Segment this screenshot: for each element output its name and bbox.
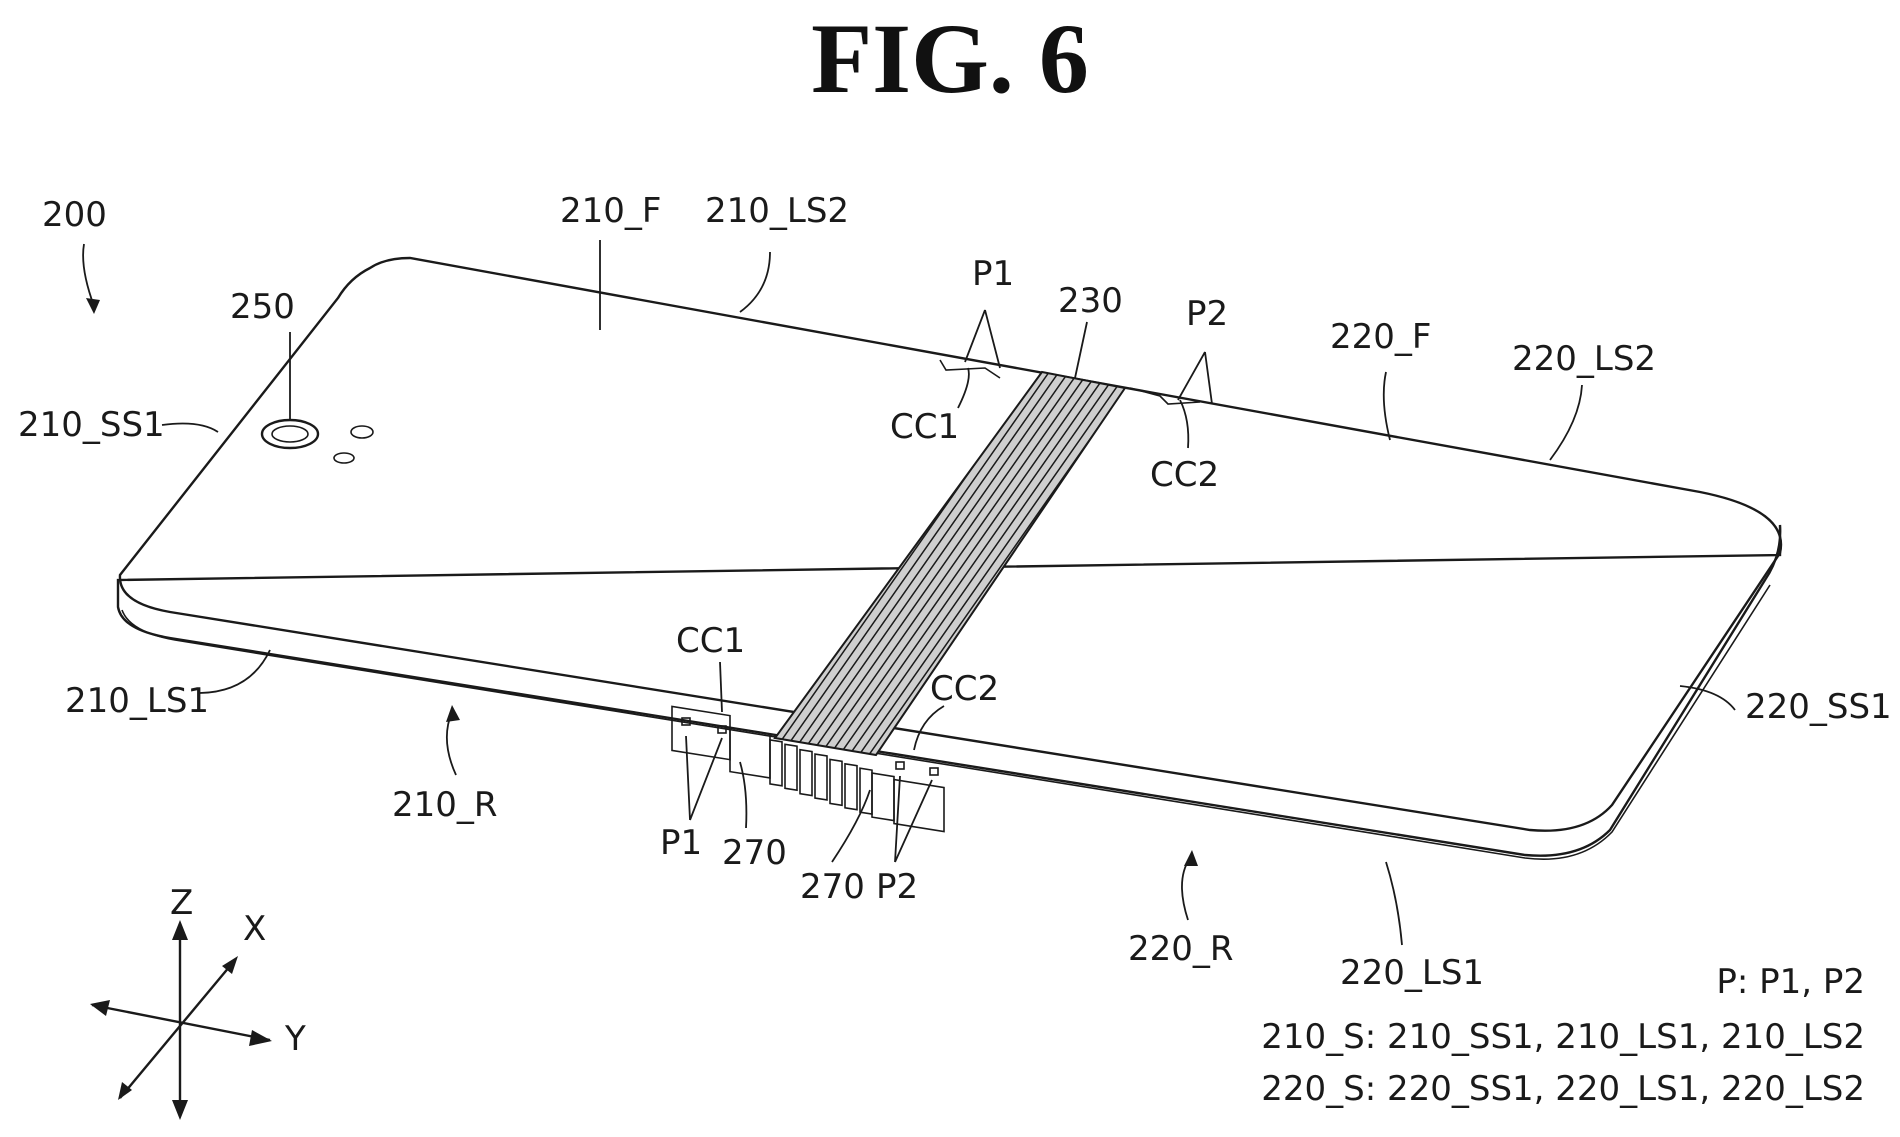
hinge-230 — [773, 370, 1127, 757]
label-CC2-top: CC2 — [1150, 455, 1219, 495]
leader-CC1-top — [957, 367, 970, 409]
leader-230 — [1074, 321, 1088, 379]
leader-210-SS1 — [161, 422, 219, 433]
label-CC2-bottom: CC2 — [930, 669, 999, 709]
leader-210-LS1 — [199, 649, 271, 694]
label-210-F: 210_F — [560, 191, 661, 231]
label-210-LS2: 210_LS2 — [705, 191, 849, 231]
label-230: 230 — [1058, 281, 1123, 321]
label-CC1-bottom: CC1 — [676, 621, 745, 661]
leader-220-LS1 — [1385, 861, 1403, 946]
leader-CC2-bottom — [913, 705, 945, 751]
label-P1-top: P1 — [972, 254, 1014, 294]
legend-line-1: P: P1, P2 — [1716, 962, 1865, 1002]
axis-triad — [90, 920, 272, 1120]
leader-270-left — [739, 761, 748, 829]
leader-CC2-top — [1179, 399, 1190, 449]
leader-P2-top — [1177, 351, 1213, 405]
leader-P1-top — [964, 309, 1001, 369]
figure-title: FIG. 6 — [811, 3, 1089, 114]
axis-x-label: X — [243, 909, 266, 949]
label-270-right: 270 — [800, 867, 865, 907]
leader-220-R — [1181, 857, 1191, 921]
label-P1-bottom: P1 — [660, 823, 702, 863]
hinge-module-right — [871, 772, 945, 833]
label-270-left: 270 — [722, 833, 787, 873]
label-P2-bottom: P2 — [876, 867, 918, 907]
camera-lens — [260, 418, 320, 450]
leader-CC1-bottom — [719, 661, 723, 713]
label-220-LS1: 220_LS1 — [1340, 953, 1484, 993]
leader-200 — [82, 243, 95, 307]
notch-cc1-top — [939, 359, 1001, 379]
label-220-R: 220_R — [1128, 929, 1234, 969]
axis-z-label: Z — [170, 883, 193, 923]
label-220-LS2: 220_LS2 — [1512, 339, 1656, 379]
label-220-SS1: 220_SS1 — [1745, 687, 1892, 727]
leader-220-R-arrow — [1184, 850, 1198, 866]
leader-220-LS2 — [1549, 384, 1583, 461]
device-side-band — [116, 524, 1782, 857]
camera-sensor-dot-2 — [333, 452, 355, 464]
legend-line-2: 210_S: 210_SS1, 210_LS1, 210_LS2 — [1261, 1017, 1865, 1057]
device-front-face — [118, 256, 1783, 832]
p1-pad-left-b — [717, 725, 727, 734]
leader-220-SS1 — [1679, 685, 1736, 711]
leader-210-LS2 — [739, 251, 771, 313]
leader-210-R-arrow — [446, 705, 460, 722]
camera-lens-inner — [271, 425, 309, 443]
camera-sensor-dot-1 — [350, 425, 374, 439]
label-210-R: 210_R — [392, 785, 498, 825]
label-P2-top: P2 — [1186, 294, 1228, 334]
label-210-SS1: 210_SS1 — [18, 405, 165, 445]
device-bottom-edge — [121, 584, 1771, 860]
legend-line-3: 220_S: 220_SS1, 220_LS1, 220_LS2 — [1261, 1069, 1865, 1109]
label-210-LS1: 210_LS1 — [65, 681, 209, 721]
p2-pad-right-b — [929, 767, 939, 776]
label-200: 200 — [42, 195, 107, 235]
p1-pad-left-a — [681, 717, 691, 726]
axis-y-label: Y — [284, 1019, 306, 1059]
p2-pad-right-a — [895, 761, 905, 770]
label-250: 250 — [230, 287, 295, 327]
leader-200-arrow — [86, 298, 100, 314]
leader-P2-bottom — [894, 775, 933, 863]
notch-cc2-top — [1129, 387, 1201, 405]
label-CC1-top: CC1 — [890, 407, 959, 447]
leader-P1-bottom — [685, 735, 723, 821]
label-220-F: 220_F — [1330, 317, 1431, 357]
leader-220-F — [1382, 371, 1391, 441]
leader-270-right — [831, 789, 871, 863]
